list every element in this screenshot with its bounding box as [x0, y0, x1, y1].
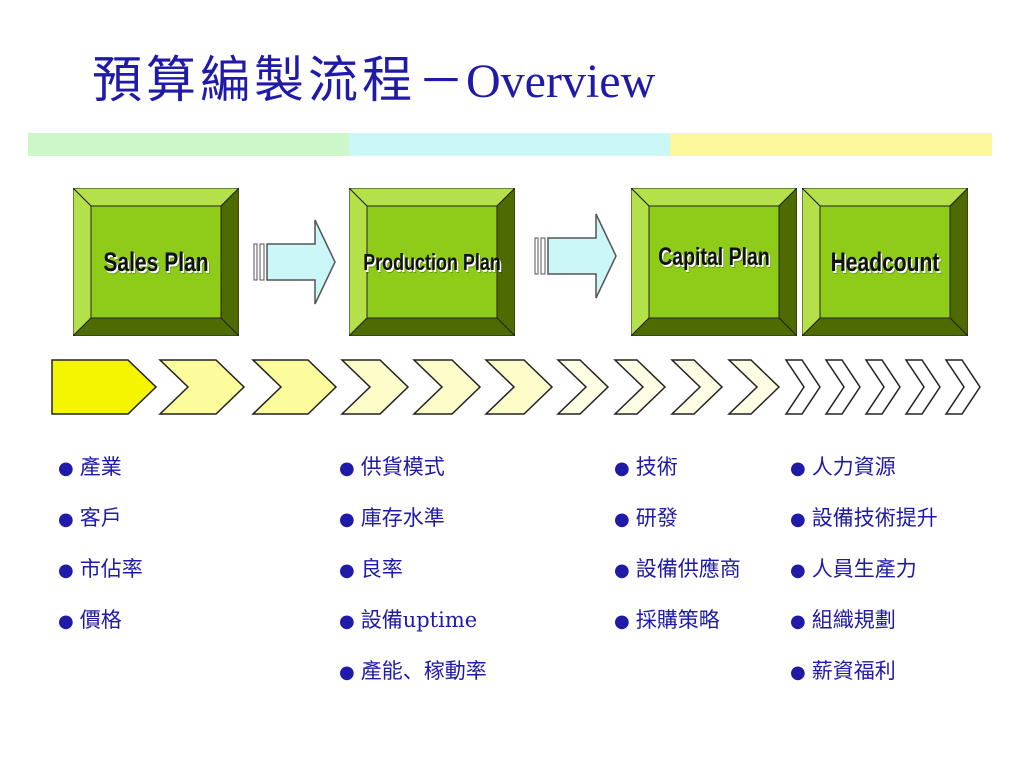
- list-item: ●設備技術提升: [790, 506, 938, 530]
- page-title: 預算編製流程－Overview: [92, 40, 655, 120]
- chevron-step-8: [613, 359, 667, 415]
- list-item: ●研發: [614, 506, 678, 530]
- list-item: ●採購策略: [614, 608, 720, 632]
- bevel-box-shape: [802, 188, 968, 336]
- bullet-list-sales: ●產業 ●客戶 ●市佔率 ●價格: [58, 451, 143, 655]
- bullet-list-production: ●供貨模式 ●庫存水準 ●良率 ●設備uptime ●產能、稼動率: [339, 451, 487, 706]
- list-item: ●人力資源: [790, 455, 896, 479]
- process-chevron-row: [51, 359, 981, 415]
- sales-plan-box: Sales Plan: [73, 188, 239, 336]
- chevron-step-7: [556, 359, 610, 415]
- list-item: ●價格: [58, 608, 122, 632]
- chevron-step-6: [484, 359, 554, 415]
- title-chinese: 預算編製流程: [92, 51, 416, 109]
- bevel-box-shape: [73, 188, 239, 336]
- color-band-cyan: [349, 133, 670, 156]
- bevel-box-shape: [631, 188, 797, 336]
- list-item: ●設備供應商: [614, 557, 741, 581]
- color-band-green: [28, 133, 349, 156]
- list-item: ●設備uptime: [339, 608, 478, 632]
- chevron-step-10: [727, 359, 781, 415]
- chevron-step-12: [824, 359, 861, 415]
- chevron-step-11: [784, 359, 821, 415]
- arrow-right-icon: [534, 213, 617, 299]
- arrow-right-icon: [253, 219, 336, 305]
- title-dash: －: [418, 54, 464, 108]
- list-item: ●產業: [58, 455, 122, 479]
- list-item: ●人員生產力: [790, 557, 917, 581]
- chevron-step-3: [251, 359, 338, 415]
- chevron-step-5: [412, 359, 482, 415]
- list-item: ●供貨模式: [339, 455, 445, 479]
- capital-plan-label: Capital Plan: [658, 242, 770, 271]
- bullet-list-headcount: ●人力資源 ●設備技術提升 ●人員生產力 ●組織規劃 ●薪資福利: [790, 451, 938, 706]
- chevron-step-1: [51, 359, 158, 415]
- chevron-step-13: [864, 359, 901, 415]
- chevron-step-15: [944, 359, 981, 415]
- color-band-yellow: [670, 133, 992, 156]
- chevron-step-4: [340, 359, 410, 415]
- bullet-list-capital: ●技術 ●研發 ●設備供應商 ●採購策略: [614, 451, 741, 655]
- title-english: Overview: [466, 55, 656, 108]
- list-item: ●客戶: [58, 506, 122, 530]
- chevron-step-14: [904, 359, 941, 415]
- list-item: ●技術: [614, 455, 678, 479]
- capital-plan-box: Capital Plan: [631, 188, 797, 336]
- chevron-step-2: [158, 359, 246, 415]
- list-item: ●組織規劃: [790, 608, 896, 632]
- chevron-step-9: [670, 359, 724, 415]
- headcount-label: Headcount: [830, 246, 940, 277]
- list-item: ●庫存水準: [339, 506, 445, 530]
- sales-plan-label: Sales Plan: [103, 246, 209, 277]
- list-item: ●產能、稼動率: [339, 659, 487, 683]
- list-item: ●市佔率: [58, 557, 143, 581]
- production-plan-label: Production Plan: [363, 248, 501, 275]
- bevel-box-shape: [349, 188, 515, 336]
- headcount-box: Headcount: [802, 188, 968, 336]
- list-item: ●薪資福利: [790, 659, 896, 683]
- list-item: ●良率: [339, 557, 403, 581]
- production-plan-box: Production Plan: [349, 188, 515, 336]
